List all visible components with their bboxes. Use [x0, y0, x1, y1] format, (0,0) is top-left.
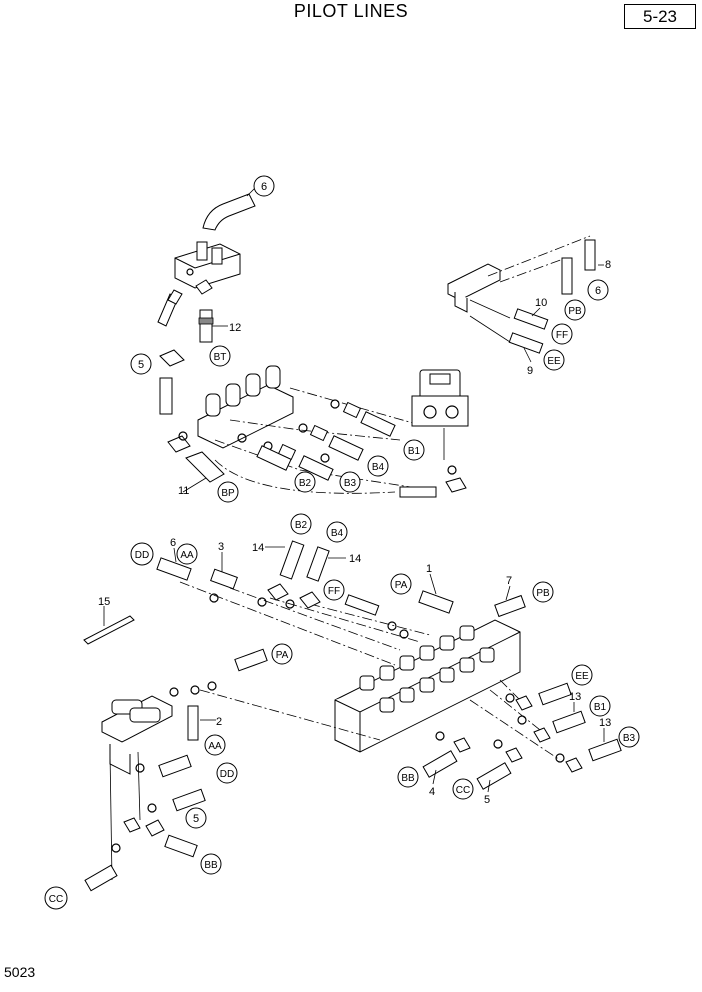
svg-text:FF: FF	[328, 586, 340, 597]
label-5-lower: 5	[484, 794, 490, 806]
svg-text:FF: FF	[556, 330, 568, 341]
svg-text:BB: BB	[204, 860, 218, 871]
upper-assembly	[157, 187, 596, 498]
callout-b4-lower: B4	[326, 521, 348, 543]
svg-text:B1: B1	[594, 702, 607, 713]
callout-bt: BT	[209, 345, 231, 367]
label-6-lower: 6	[170, 537, 176, 549]
callout-b1-lower: B1	[589, 695, 611, 717]
svg-text:B3: B3	[344, 478, 357, 489]
callout-pa-left: PA	[271, 643, 293, 665]
svg-text:PA: PA	[395, 580, 408, 591]
callout-b4-upper: B4	[367, 455, 389, 477]
svg-text:BP: BP	[221, 488, 235, 499]
svg-text:DD: DD	[220, 769, 234, 780]
callout-aa-lower: AA	[204, 734, 226, 756]
svg-text:AA: AA	[208, 741, 222, 752]
svg-text:PB: PB	[568, 306, 582, 317]
label-7: 7	[506, 575, 512, 587]
callout-dd-upper: DD	[130, 542, 154, 566]
callout-pb-lower: PB	[532, 581, 554, 603]
label-14-left: 14	[252, 542, 264, 554]
svg-text:CC: CC	[49, 894, 63, 905]
svg-text:BB: BB	[401, 773, 415, 784]
label-1: 1	[426, 563, 432, 575]
drawing-code: 5023	[4, 964, 36, 980]
callout-ff-upper: FF	[551, 323, 573, 345]
label-8: 8	[605, 259, 611, 271]
callout-5-upper: 5	[130, 353, 152, 375]
svg-text:5: 5	[193, 813, 199, 825]
circle-callouts: 6 5 BT B1 B4 B3 B2 BP PB 6 FF EE DD AA B…	[44, 175, 640, 910]
callout-bb-right: BB	[397, 766, 419, 788]
label-4: 4	[429, 786, 435, 798]
svg-text:B4: B4	[331, 528, 344, 539]
callout-bb-left: BB	[200, 853, 222, 875]
label-13-lower: 13	[599, 717, 611, 729]
svg-text:DD: DD	[135, 550, 149, 561]
svg-text:6: 6	[595, 285, 601, 297]
svg-text:B2: B2	[299, 478, 312, 489]
callout-b3-lower: B3	[618, 726, 640, 748]
label-14-right: 14	[349, 553, 361, 565]
callout-5-lower: 5	[185, 807, 207, 829]
callout-cc-left: CC	[44, 886, 68, 910]
svg-text:B1: B1	[408, 446, 421, 457]
callout-cc-right: CC	[452, 778, 474, 800]
svg-text:AA: AA	[180, 550, 194, 561]
callout-6-top: 6	[253, 175, 275, 197]
label-15: 15	[98, 596, 110, 608]
callout-bp: BP	[217, 481, 239, 503]
callout-ee-upper: EE	[543, 349, 565, 371]
svg-text:CC: CC	[456, 785, 470, 796]
svg-text:B2: B2	[295, 520, 308, 531]
callout-b3-upper: B3	[339, 471, 361, 493]
label-13-upper: 13	[569, 691, 581, 703]
callout-b1-upper: B1	[403, 439, 425, 461]
number-labels: 12 11 8 10 9 6 3 14 14 1 7 15 2 13 13 4 …	[98, 259, 611, 806]
page-title: PILOT LINES	[293, 1, 409, 21]
page-number-box: 5-23	[624, 4, 696, 29]
callout-dd-lower: DD	[216, 762, 238, 784]
svg-text:PB: PB	[536, 588, 550, 599]
svg-text:5: 5	[138, 359, 144, 371]
svg-text:PA: PA	[276, 650, 289, 661]
callout-aa-upper: AA	[176, 543, 198, 565]
callout-b2-upper: B2	[294, 471, 316, 493]
svg-text:B3: B3	[623, 733, 636, 744]
label-12: 12	[229, 322, 241, 334]
callout-b2-lower: B2	[290, 513, 312, 535]
callout-pa-right: PA	[390, 573, 412, 595]
label-11: 11	[178, 485, 189, 497]
svg-text:B4: B4	[372, 462, 385, 473]
label-3: 3	[218, 541, 224, 553]
svg-text:6: 6	[261, 181, 267, 193]
callout-pb-upper: PB	[564, 299, 586, 321]
svg-text:EE: EE	[575, 671, 589, 682]
callout-6-right: 6	[587, 279, 609, 301]
svg-text:BT: BT	[214, 352, 227, 363]
label-10: 10	[535, 297, 547, 309]
label-2: 2	[216, 716, 222, 728]
callout-ff-lower: FF	[323, 579, 345, 601]
lower-assembly	[83, 540, 622, 892]
callout-ee-lower: EE	[571, 664, 593, 686]
label-9: 9	[527, 365, 533, 377]
svg-text:EE: EE	[547, 356, 561, 367]
